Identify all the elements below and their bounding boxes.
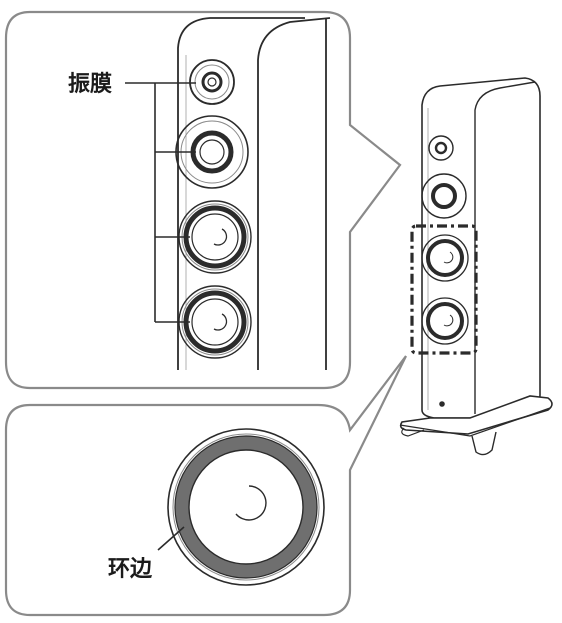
speaker [399,77,553,456]
surround-ring [175,436,317,578]
speaker-base [399,395,553,435]
diaphragm-label: 振膜 [68,72,112,97]
surround-leader [157,526,185,551]
dust-cap-arc [235,485,267,521]
diaphragm-bracket [125,82,196,323]
bottom-callout: 环边 [4,355,407,617]
zoom-tweeter [189,59,235,105]
speaker-cabinet [421,77,541,419]
zoom-woofer-large [167,428,325,586]
woofer-highlight-box [410,224,478,355]
top-callout-frame [4,10,402,390]
top-callout: 振膜 [4,10,402,390]
surround-label: 环边 [108,557,153,582]
